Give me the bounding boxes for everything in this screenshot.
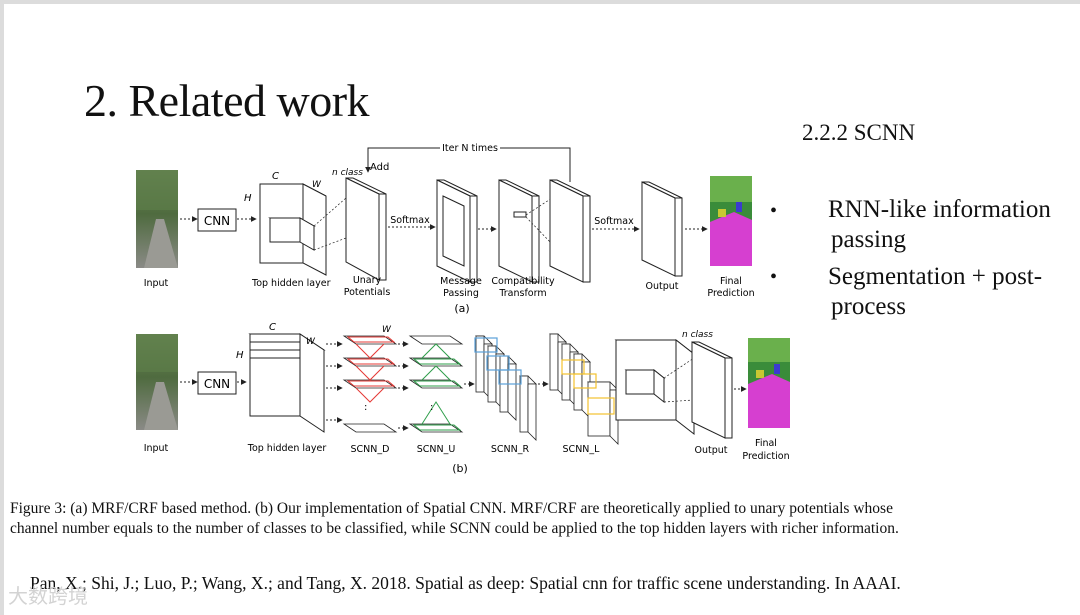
scnn-l-slices — [549, 333, 619, 445]
panel-a-label: (a) — [454, 302, 469, 315]
citation-reference: Pan, X.; Shi, J.; Luo, P.; Wang, X.; and… — [30, 573, 901, 593]
final-prediction-image-a — [710, 176, 752, 266]
cnn-box-b — [197, 371, 237, 395]
bullet-2-line-2: process — [831, 293, 906, 320]
softmax-1-label: Softmax — [390, 215, 430, 226]
panel-b: Input CNN C H W Top hidden layer — [136, 322, 790, 475]
message-passing-label-1: Message — [440, 276, 482, 287]
unary-potentials-slab — [345, 177, 387, 281]
slide-subtitle: 2.2.2 SCNN — [802, 120, 916, 145]
slice-ellipsis-d: : — [364, 402, 367, 413]
scnn-l-highlights — [561, 359, 615, 415]
dim-h-b: H — [236, 350, 244, 361]
panel-a: CNN C H W Top hidden layer — [136, 142, 755, 315]
dim-c-a: C — [272, 171, 279, 182]
bullet-dot: • — [770, 200, 778, 222]
slide-title: 2. Related work — [84, 75, 370, 126]
scnn-l-label: SCNN_L — [563, 444, 601, 455]
dim-c-b: C — [269, 322, 276, 333]
add-label: Add — [370, 162, 389, 173]
top-hidden-label-b: Top hidden layer — [247, 443, 327, 454]
iter-label: Iter N times — [442, 143, 498, 154]
bullet-1-line-2: passing — [831, 226, 906, 253]
n-class-b: n class — [682, 330, 713, 340]
figure-caption: Figure 3: (a) MRF/CRF based method. (b) … — [10, 500, 899, 537]
output-slab-a — [641, 181, 683, 277]
dim-w2-b: W — [382, 325, 392, 335]
final-prediction-image-b — [748, 338, 790, 428]
slice-ellipsis-u: : — [430, 402, 433, 413]
bullet-dot: • — [770, 266, 778, 288]
scnn-r-label: SCNN_R — [491, 444, 530, 455]
top-hidden-layer-block-b — [248, 333, 326, 433]
scnn-u-highlights — [412, 343, 462, 431]
output-slab-b — [691, 341, 733, 439]
softmax-2-label: Softmax — [594, 216, 634, 227]
top-hidden-layer-block-a — [259, 183, 327, 276]
cnn-label-b: CNN — [204, 377, 230, 391]
add-slab — [549, 179, 591, 283]
top-hidden-label-a: Top hidden layer — [251, 278, 331, 289]
scnn-u-label: SCNN_U — [417, 444, 456, 455]
dim-h-a: H — [244, 193, 252, 204]
output-label-a: Output — [646, 281, 679, 292]
bullet-1-line-1: RNN-like information — [828, 196, 1051, 223]
cnn-box-a — [197, 208, 237, 232]
slide: 2. Related work 2.2.2 SCNN • RNN-like in… — [4, 4, 1080, 615]
unary-label-2: Potentials — [344, 287, 391, 298]
compatibility-label-2: Transform — [498, 288, 546, 299]
final-prediction-label-b-2: Prediction — [742, 451, 789, 462]
cnn-label-a: CNN — [204, 214, 230, 228]
final-prediction-label-a-1: Final — [720, 276, 742, 287]
bullet-2-line-1: Segmentation + post- — [828, 263, 1043, 290]
unary-label-1: Unary — [353, 275, 382, 286]
input-label-b: Input — [144, 443, 169, 454]
input-image-a — [136, 170, 178, 268]
scnn-d-label: SCNN_D — [351, 444, 390, 455]
output-label-b: Output — [695, 445, 728, 456]
dim-w-a: W — [312, 180, 322, 190]
scnn-d-highlights — [346, 336, 396, 403]
panel-b-label: (b) — [452, 462, 468, 475]
final-prediction-label-b-1: Final — [755, 438, 777, 449]
output-block-b — [614, 338, 696, 436]
message-passing-slab — [436, 179, 478, 283]
input-image-b — [136, 334, 178, 430]
scnn-r-highlights — [474, 337, 522, 385]
scnn-d-slices — [342, 335, 398, 433]
compatibility-transform-slab — [498, 179, 540, 283]
input-label-a: Input — [144, 278, 169, 289]
dim-w-b: W — [306, 337, 316, 347]
scnn-architecture-diagram: CNN C H W Top hidden layer — [136, 142, 790, 475]
final-prediction-label-a-2: Prediction — [707, 288, 754, 299]
compatibility-label-1: Compatibility — [491, 276, 555, 287]
watermark-logo: 大数跨境 — [8, 584, 88, 608]
n-class-a: n class — [332, 168, 363, 178]
message-passing-label-2: Passing — [443, 288, 479, 299]
